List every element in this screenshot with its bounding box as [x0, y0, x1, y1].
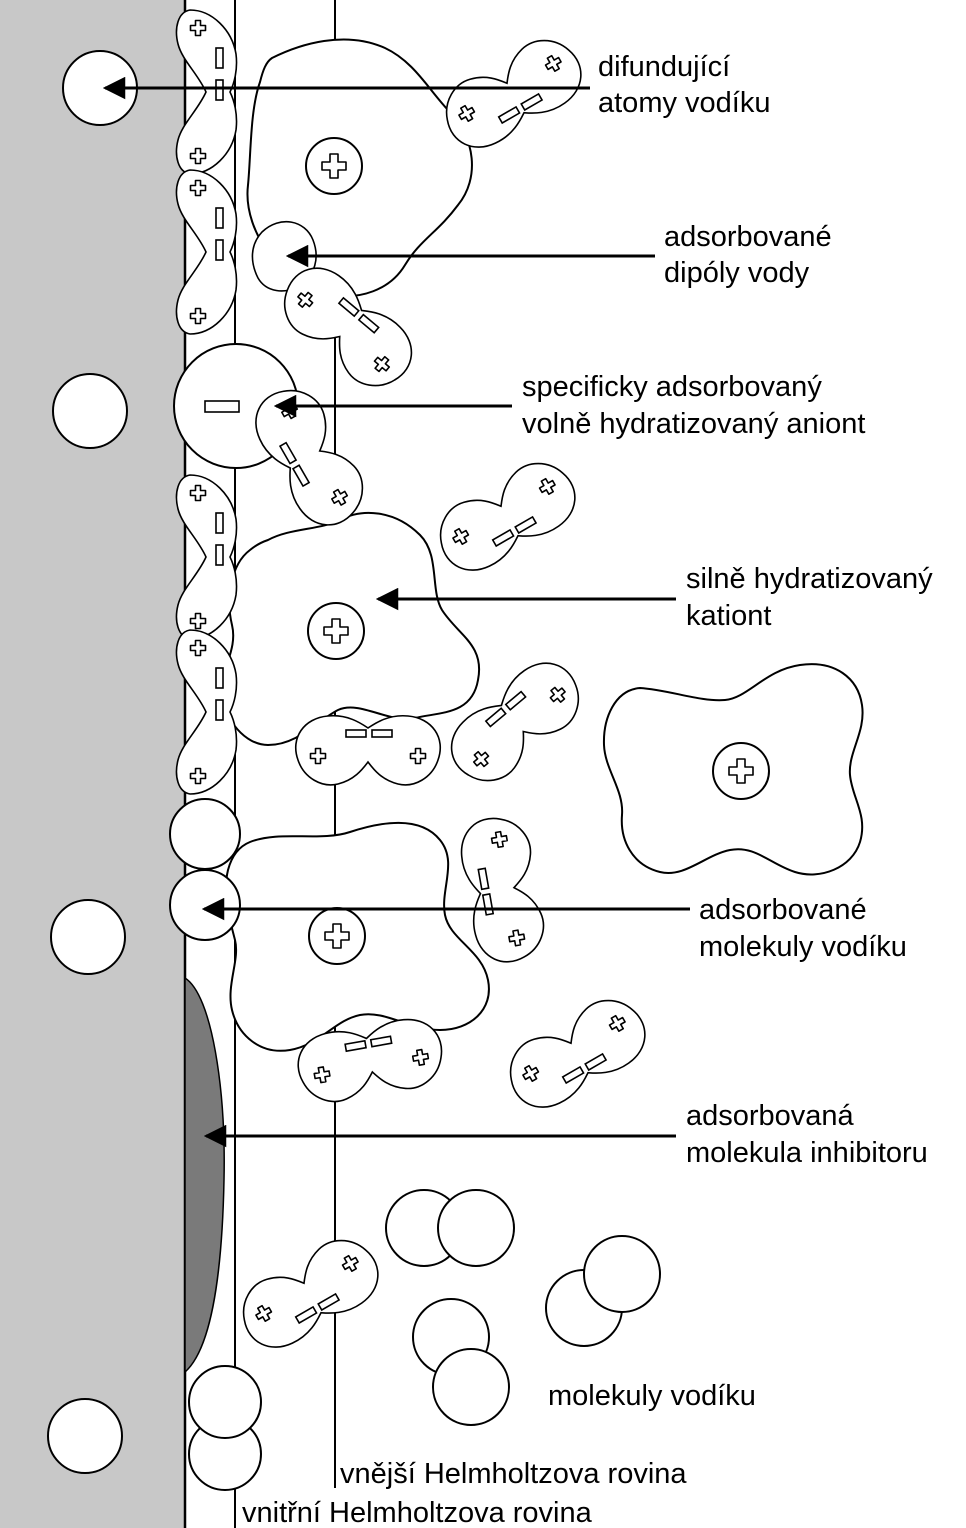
label-adsorbed-hydrogen: adsorbované molekuly vodíku: [699, 894, 907, 963]
water-dipole: [230, 1227, 390, 1359]
hydrated-cation: [604, 664, 863, 874]
label-hydrogen-molecules: molekuly vodíku: [548, 1380, 756, 1412]
hydrogen-atom: [48, 1399, 122, 1473]
hydrated-cation: [222, 513, 479, 745]
hydrogen-molecule: [189, 1366, 261, 1490]
water-dipole: [296, 716, 441, 785]
hydrogen-molecule: [413, 1299, 509, 1425]
label-outer-plane: vnější Helmholtzova rovina: [340, 1458, 687, 1490]
water-dipole: [497, 987, 657, 1119]
label-cation: silně hydratizovaný kationt: [686, 563, 941, 632]
hydrogen-molecule: [386, 1190, 514, 1266]
water-dipole: [433, 27, 593, 159]
hydrogen-atom: [53, 374, 127, 448]
hydrated-cation: [226, 823, 489, 1051]
water-dipole: [427, 450, 587, 582]
hydrogen-atom: [51, 900, 125, 974]
inhibitor-molecule: [185, 978, 224, 1372]
label-inner-plane: vnitřní Helmholtzova rovina: [242, 1497, 593, 1528]
label-hydrogen-atoms: difundující atomy vodíku: [598, 51, 770, 119]
label-inhibitor: adsorbovaná molekula inhibitoru: [686, 1100, 928, 1169]
metal-electrode: [0, 0, 185, 1528]
hydrogen-molecule: [546, 1236, 660, 1346]
label-water-dipoles: adsorbované dipóly vody: [664, 221, 840, 289]
water-dipole: [456, 813, 549, 967]
label-anion: specificky adsorbovaný volně hydratizova…: [522, 371, 865, 440]
